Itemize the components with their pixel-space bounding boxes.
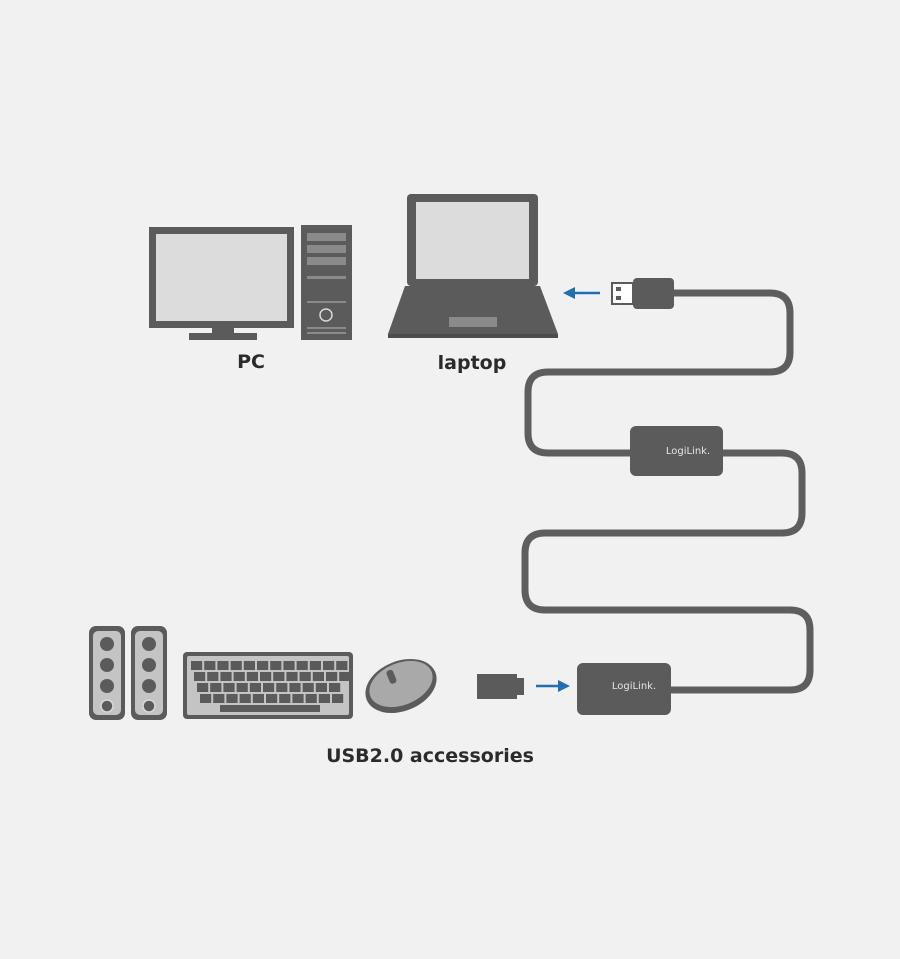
key [339, 672, 351, 681]
laptop-label: laptop [438, 352, 507, 374]
key [194, 672, 206, 681]
key [260, 672, 272, 681]
key [191, 661, 203, 670]
spacebar-key [220, 705, 320, 712]
speaker-icon [131, 626, 167, 720]
key [220, 672, 232, 681]
key [252, 694, 264, 703]
key [246, 672, 258, 681]
pc-tower-icon [301, 225, 352, 340]
key [332, 694, 344, 703]
key [200, 694, 212, 703]
key [336, 661, 348, 670]
key [309, 661, 321, 670]
key [315, 683, 327, 692]
key [305, 694, 317, 703]
usb-stick-icon [477, 674, 524, 699]
keyboard-icon [183, 652, 353, 719]
key [230, 661, 242, 670]
key [239, 694, 251, 703]
key [263, 683, 275, 692]
key [217, 661, 229, 670]
key [226, 694, 238, 703]
arrow-right-icon [536, 680, 570, 692]
key [257, 661, 269, 670]
key [197, 683, 209, 692]
key [292, 694, 304, 703]
repeater-module-bottom: LogiLink. [577, 663, 671, 715]
extension-cable [521, 289, 814, 694]
key [223, 683, 235, 692]
speaker-icon [89, 626, 125, 720]
key [233, 672, 245, 681]
key [273, 672, 285, 681]
arrow-left-icon [563, 287, 600, 299]
key [329, 683, 341, 692]
pc-label: PC [237, 351, 265, 373]
brand-label-bottom: LogiLink. [612, 681, 656, 692]
laptop-icon [388, 194, 558, 338]
key [323, 661, 335, 670]
key [276, 683, 288, 692]
key [302, 683, 314, 692]
key [207, 672, 219, 681]
key [318, 694, 330, 703]
usb-plug-icon [611, 278, 674, 309]
key [283, 661, 295, 670]
key [312, 672, 324, 681]
key [236, 683, 248, 692]
accessories-label: USB2.0 accessories [326, 745, 534, 767]
key [289, 683, 301, 692]
key [286, 672, 298, 681]
key [243, 661, 255, 670]
keyboard-keys [191, 661, 351, 712]
key [210, 683, 222, 692]
key [326, 672, 338, 681]
brand-label-top: LogiLink. [666, 446, 710, 457]
key [249, 683, 261, 692]
key [296, 661, 308, 670]
mouse-icon [365, 658, 437, 714]
key [279, 694, 291, 703]
key [270, 661, 282, 670]
monitor-icon [149, 227, 294, 340]
key [204, 661, 216, 670]
key [266, 694, 278, 703]
repeater-module-top: LogiLink. [630, 426, 723, 476]
key [299, 672, 311, 681]
key [213, 694, 225, 703]
